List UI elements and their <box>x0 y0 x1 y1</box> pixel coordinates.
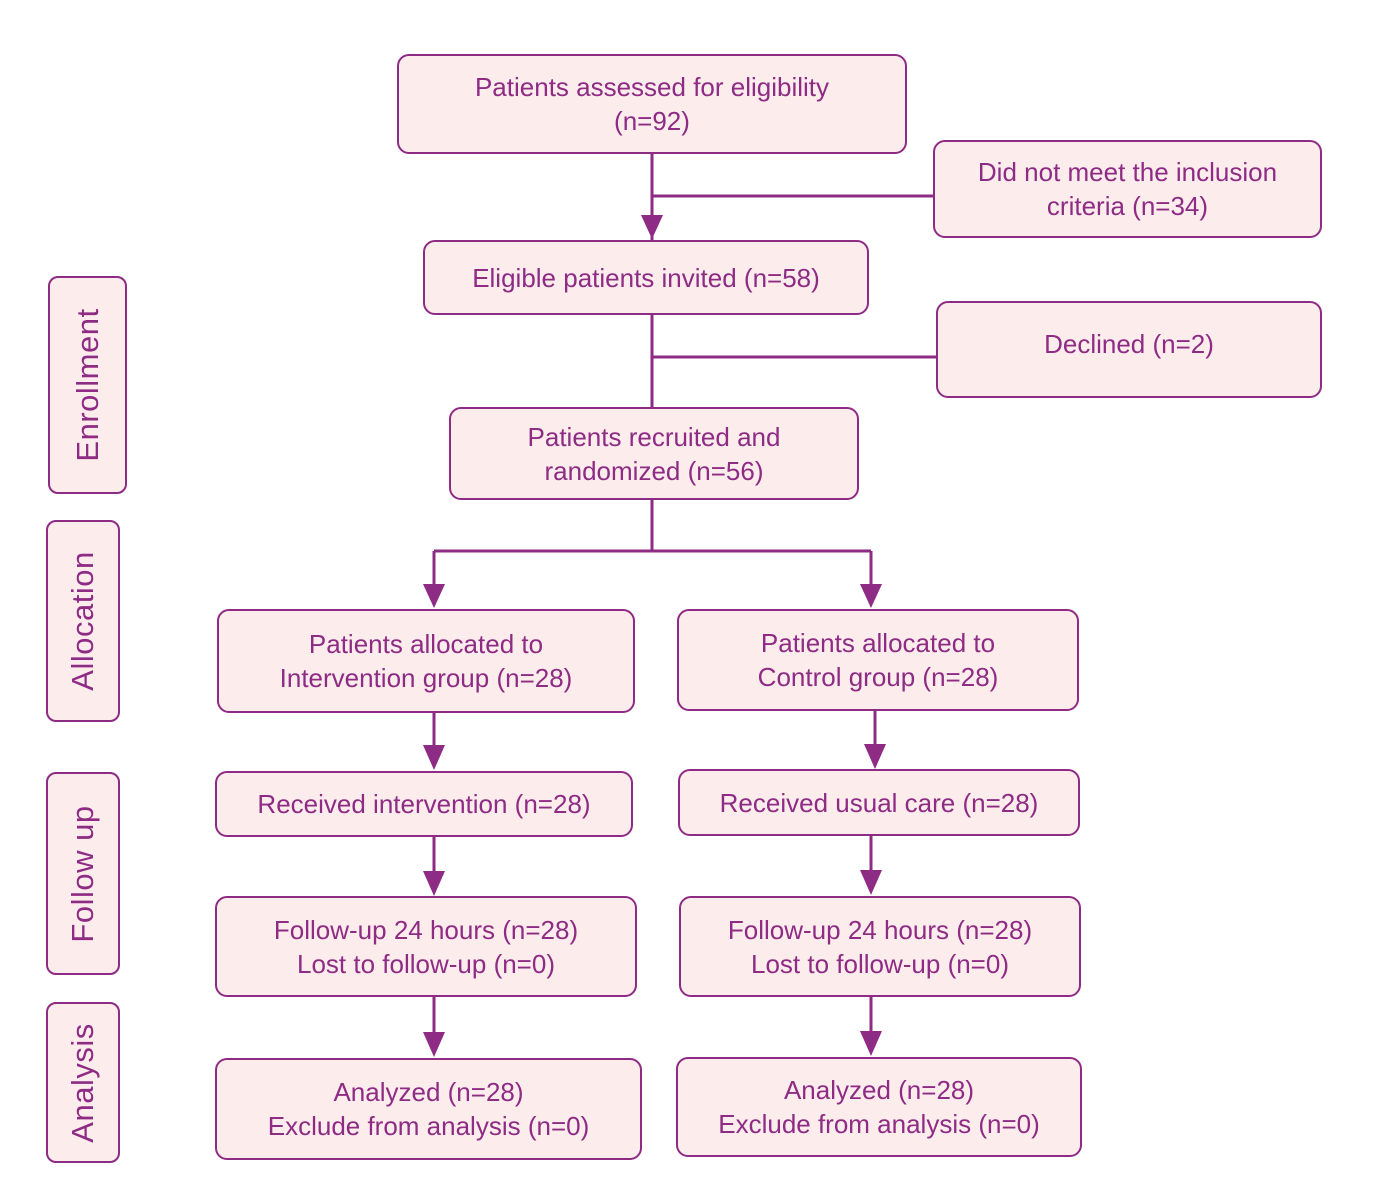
box-followup-control: Follow-up 24 hours (n=28) Lost to follow… <box>679 896 1081 997</box>
arrow-to-received-usual <box>864 744 886 769</box>
box-received-intervention: Received intervention (n=28) <box>215 771 633 837</box>
stage-analysis: Analysis <box>46 1002 120 1163</box>
arrow-to-analyzed-control <box>860 1031 882 1056</box>
box-eligible-invited-text: Eligible patients invited (n=58) <box>472 262 820 293</box>
stage-allocation: Allocation <box>46 520 120 722</box>
box-analyzed-intervention: Analyzed (n=28) Exclude from analysis (n… <box>215 1058 642 1160</box>
stage-follow-up: Follow up <box>46 772 120 975</box>
box-declined: Declined (n=2) <box>936 301 1322 398</box>
arrow-assessed-to-invited <box>641 215 663 239</box>
box-alloc-intervention: Patients allocated to Intervention group… <box>217 609 635 713</box>
stage-enrollment-label: Enrollment <box>69 308 105 462</box>
box-alloc-control: Patients allocated to Control group (n=2… <box>677 609 1079 711</box>
arrow-to-alloc-intervention <box>423 584 445 608</box>
arrow-to-followup-control <box>860 870 882 895</box>
box-received-intervention-text: Received intervention (n=28) <box>257 789 591 819</box>
box-assessed-eligibility-text: Patients assessed for eligibility (n=92) <box>474 72 830 136</box>
box-not-meet-criteria: Did not meet the inclusion criteria (n=3… <box>933 140 1322 238</box>
box-analyzed-control-text: Analyzed (n=28) Exclude from analysis (n… <box>718 1075 1040 1139</box>
box-alloc-intervention-text: Patients allocated to Intervention group… <box>279 629 573 693</box>
arrow-to-alloc-control <box>860 584 882 608</box>
stage-follow-up-label: Follow up <box>65 804 100 943</box>
stage-enrollment: Enrollment <box>48 276 127 494</box>
box-recruited-randomized-text: Patients recruited and randomized (n=56) <box>527 421 781 486</box>
box-analyzed-intervention-text: Analyzed (n=28) Exclude from analysis (n… <box>267 1077 590 1141</box>
box-declined-text: Declined (n=2) <box>1044 329 1214 359</box>
box-followup-intervention: Follow-up 24 hours (n=28) Lost to follow… <box>215 896 637 997</box>
box-not-meet-criteria-text: Did not meet the inclusion criteria (n=3… <box>977 157 1278 221</box>
box-followup-intervention-text: Follow-up 24 hours (n=28) Lost to follow… <box>273 914 579 979</box>
box-analyzed-control: Analyzed (n=28) Exclude from analysis (n… <box>676 1057 1082 1157</box>
stage-allocation-label: Allocation <box>65 551 100 691</box>
box-recruited-randomized: Patients recruited and randomized (n=56) <box>449 407 859 500</box>
box-alloc-control-text: Patients allocated to Control group (n=2… <box>757 628 999 692</box>
box-followup-control-text: Follow-up 24 hours (n=28) Lost to follow… <box>727 914 1033 979</box>
box-assessed-eligibility: Patients assessed for eligibility (n=92) <box>397 54 907 154</box>
box-received-usual-care: Received usual care (n=28) <box>678 769 1080 836</box>
stage-analysis-label: Analysis <box>65 1022 100 1143</box>
box-eligible-invited: Eligible patients invited (n=58) <box>423 240 869 315</box>
arrow-to-received-intervention <box>423 745 445 770</box>
arrow-to-followup-intervention <box>423 871 445 896</box>
arrow-to-analyzed-intervention <box>423 1032 445 1057</box>
box-received-usual-care-text: Received usual care (n=28) <box>719 787 1039 818</box>
